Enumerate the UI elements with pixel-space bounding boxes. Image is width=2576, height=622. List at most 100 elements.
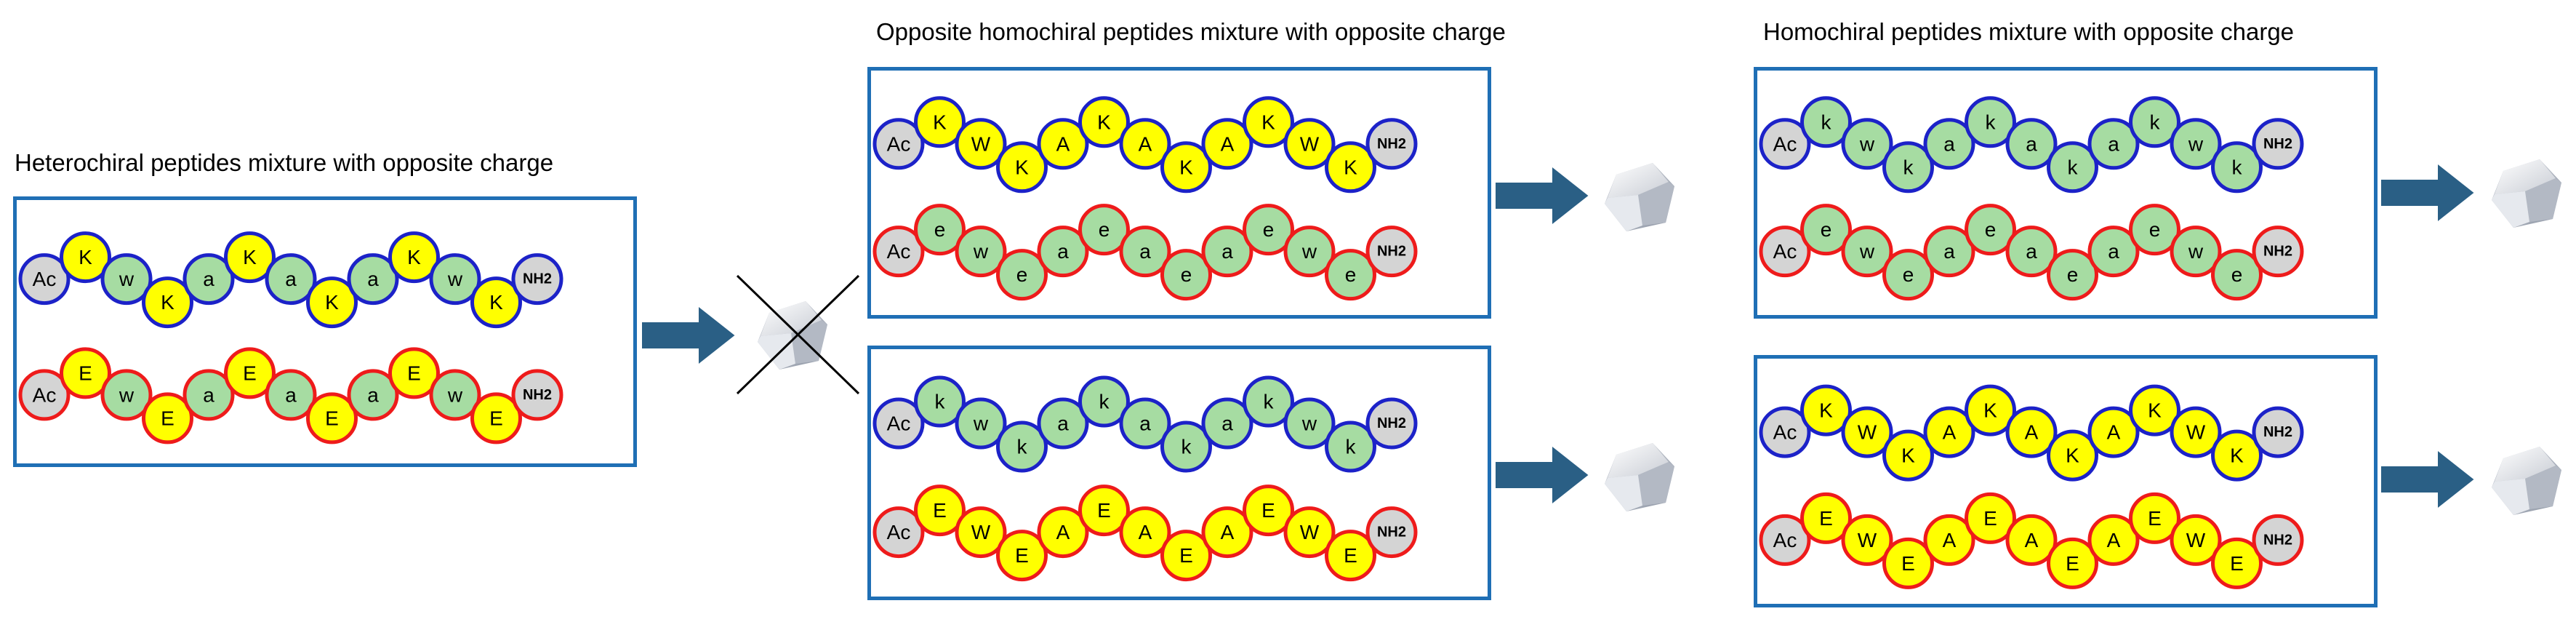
residue-circle (1759, 406, 1811, 458)
residue-label: Ac (33, 383, 57, 406)
residue-label: a (1057, 412, 1069, 435)
residue-circle (1800, 96, 1852, 148)
residue-circle (1325, 530, 1376, 582)
residue-label: a (2026, 132, 2037, 155)
arrow-opposite-bottom (1495, 445, 1591, 505)
residue-circle (182, 369, 235, 421)
residue-circle (914, 204, 966, 256)
residue-label: NH2 (523, 271, 552, 287)
residue-label: E (325, 407, 339, 429)
residue-circle (1841, 514, 1893, 566)
residue-circle (2252, 118, 2304, 170)
residue-label: e (2067, 263, 2079, 286)
residue-label: NH2 (2263, 244, 2292, 260)
residue-label: E (2230, 552, 2244, 575)
residue-circle (1365, 118, 1418, 170)
residue-label: a (367, 268, 379, 290)
residue-circle (347, 369, 399, 421)
residue-label: a (1221, 412, 1233, 435)
residue-circle (2129, 384, 2180, 436)
residue-label: A (1056, 521, 1070, 543)
residue-label: e (1821, 218, 1832, 241)
residue-label: E (407, 362, 421, 384)
residue-circle (224, 347, 276, 399)
residue-circle (1759, 514, 1811, 566)
residue-label: k (1017, 436, 1028, 458)
residue-circle (2252, 406, 2304, 458)
residue-circle (955, 506, 1007, 559)
opposite-homochiral-title: Opposite homochiral peptides mixture wit… (876, 18, 1506, 45)
residue-label: K (1179, 156, 1193, 178)
residue-label: NH2 (1377, 415, 1406, 431)
residue-circle (1119, 226, 1171, 278)
residue-label: K (1819, 399, 1833, 422)
residue-label: e (1181, 263, 1192, 286)
homochiral-title: Homochiral peptides mixture with opposit… (1763, 18, 2295, 45)
residue-label: w (1859, 132, 1875, 155)
residue-circle (2170, 226, 2222, 278)
residue-circle (429, 369, 481, 421)
residue-label: K (1015, 156, 1029, 178)
residue-label: e (1016, 263, 1028, 286)
residue-label: E (1015, 544, 1029, 567)
residue-circle (511, 253, 563, 306)
residue-circle (2129, 492, 2180, 544)
residue-circle (2170, 514, 2222, 566)
residue-label: a (1139, 240, 1151, 263)
residue-circle (1800, 492, 1852, 544)
residue-label: Ac (1773, 421, 1797, 444)
residue-circle (1882, 537, 1934, 589)
residue-circle (872, 226, 925, 278)
residue-label: A (2025, 421, 2039, 444)
residue-circle (1037, 226, 1089, 278)
residue-circle (1923, 226, 1975, 278)
crystal-icon-opposite-top (1596, 153, 1683, 240)
heterochiral-title: Heterochiral peptides mixture with oppos… (15, 149, 554, 176)
residue-label: NH2 (2263, 424, 2292, 440)
residue-label: e (1263, 218, 1275, 241)
residue-circle (1201, 226, 1253, 278)
residue-circle (1078, 375, 1130, 428)
residue-circle (1965, 384, 2016, 436)
residue-label: E (1901, 552, 1915, 575)
crystal-icon-opposite-bottom (1596, 433, 1683, 520)
residue-label: k (935, 391, 946, 413)
residue-circle (1243, 96, 1294, 148)
residue-label: K (79, 246, 92, 268)
residue-label: w (119, 383, 135, 406)
residue-label: K (407, 246, 421, 268)
residue-circle (347, 253, 399, 306)
residue-label: Ac (1773, 132, 1797, 155)
residue-circle (955, 226, 1007, 278)
residue-label: A (1221, 521, 1235, 543)
residue-label: a (2026, 240, 2037, 263)
residue-label: k (2068, 156, 2079, 178)
residue-label: K (243, 246, 257, 268)
residue-circle (1325, 141, 1376, 194)
residue-circle (996, 530, 1048, 582)
residue-circle (1841, 406, 1893, 458)
residue-circle (1882, 429, 1934, 482)
residue-label: W (971, 521, 991, 543)
residue-circle (1841, 226, 1893, 278)
residue-circle (2005, 118, 2058, 170)
residue-circle (142, 392, 193, 444)
residue-label: a (203, 383, 214, 406)
residue-label: Ac (887, 521, 911, 543)
crystal-icon-homochiral-top (2483, 149, 2570, 236)
residue-circle (1160, 249, 1212, 301)
residue-label: A (2025, 529, 2039, 551)
residue-label: NH2 (1377, 244, 1406, 260)
residue-circle (996, 420, 1048, 473)
residue-label: W (1300, 521, 1320, 543)
residue-circle (1243, 375, 1294, 428)
residue-label: Ac (887, 240, 911, 263)
residue-label: E (1179, 544, 1193, 567)
residue-label: E (1344, 544, 1357, 567)
residue-circle (1037, 397, 1089, 450)
